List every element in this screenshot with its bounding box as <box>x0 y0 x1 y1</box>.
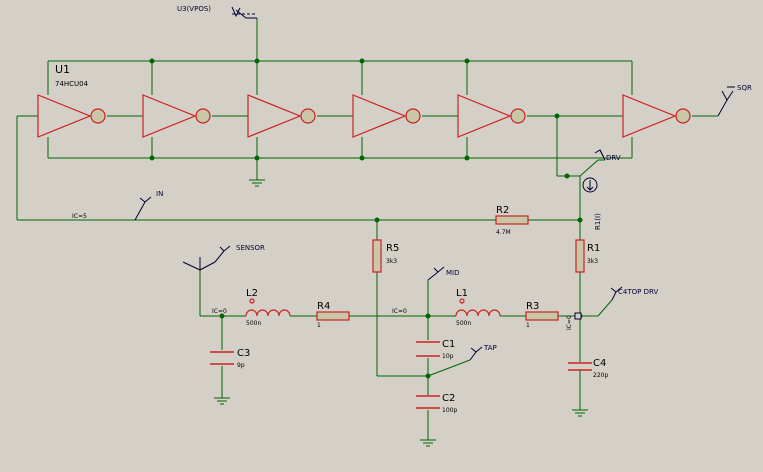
inverter-gate-6[interactable] <box>622 94 691 138</box>
c4-ref: C4 <box>593 358 606 369</box>
supply-probe-icon <box>231 6 257 19</box>
c4-value: 220p <box>593 372 608 379</box>
inverter-gate-4[interactable] <box>352 94 421 138</box>
ic-marker-icon <box>574 312 582 320</box>
resistor-r5[interactable] <box>372 239 382 273</box>
r5-value: 3k3 <box>386 258 397 265</box>
ic-label-in: IC=5 <box>72 213 87 220</box>
ground-symbol <box>214 397 230 405</box>
inductor-l2[interactable] <box>245 298 291 317</box>
c1-ref: C1 <box>442 339 455 350</box>
inverter-gates <box>37 94 691 138</box>
l1-value: 500n <box>456 320 471 327</box>
resistors <box>316 215 585 321</box>
ic-label-mid: IC=0 <box>392 308 407 315</box>
capacitor-c3[interactable] <box>210 351 234 365</box>
c3-value: 9p <box>237 362 245 369</box>
l2-value: 500n <box>246 320 261 327</box>
r3-ref: R3 <box>526 301 539 312</box>
l2-ref: L2 <box>246 288 258 299</box>
ic-label-sensor: IC=0 <box>212 308 227 315</box>
chip-part: 74HCU04 <box>55 80 89 88</box>
c4top-label: C4TOP DRV <box>618 288 658 296</box>
resistor-r3[interactable] <box>525 311 559 321</box>
probes <box>134 6 735 361</box>
wires <box>16 18 718 440</box>
capacitors <box>210 341 592 409</box>
sqr-terminal-icon <box>717 86 735 117</box>
c1-value: 10p <box>442 353 454 360</box>
tap-probe-icon <box>469 346 483 361</box>
inverter-gate-5[interactable] <box>457 94 526 138</box>
r4-ref: R4 <box>317 301 330 312</box>
r1-value: 3k3 <box>587 258 598 265</box>
c2-value: 100p <box>442 407 457 414</box>
c3-ref: C3 <box>237 348 250 359</box>
in-probe-icon <box>134 196 152 221</box>
inverter-gate-1[interactable] <box>37 94 106 138</box>
l1-ref: L1 <box>456 288 468 299</box>
inductor-l1[interactable] <box>455 298 501 317</box>
current-probe-icon <box>582 177 598 193</box>
ground-symbol <box>249 179 265 187</box>
grounds <box>214 179 588 447</box>
c2-ref: C2 <box>442 393 455 404</box>
tap-label: TAP <box>483 344 497 352</box>
r5-ref: R5 <box>386 243 399 254</box>
in-label: IN <box>156 190 163 198</box>
current-probe-label: R1(I) <box>594 213 602 230</box>
ground-symbol <box>420 439 436 447</box>
r2-value: 4.7M <box>496 229 511 236</box>
chip-ref: U1 <box>55 63 70 76</box>
labels: U1 74HCU04 U3(VPOS) SQR DRV IN SENSOR MI… <box>55 5 752 414</box>
capacitor-c4[interactable] <box>568 362 592 371</box>
r4-value: 1 <box>317 322 321 329</box>
resistor-r1[interactable] <box>575 239 585 273</box>
resistor-r2[interactable] <box>495 215 529 225</box>
r2-ref: R2 <box>496 205 509 216</box>
sensor-antenna-icon <box>182 245 231 271</box>
drv-label: DRV <box>606 154 621 162</box>
capacitor-c2[interactable] <box>416 395 440 409</box>
sensor-label: SENSOR <box>236 244 265 252</box>
sqr-label: SQR <box>737 84 752 92</box>
r3-value: 1 <box>526 322 530 329</box>
supply-label: U3(VPOS) <box>177 5 211 13</box>
ground-symbol <box>572 409 588 417</box>
inverter-gate-3[interactable] <box>247 94 316 138</box>
junctions <box>149 58 583 379</box>
drv-probe-icon <box>594 149 606 161</box>
ic-label-c4: IC=0 <box>566 315 573 330</box>
c4top-probe-icon <box>610 286 623 301</box>
inverter-gate-2[interactable] <box>142 94 211 138</box>
mid-label: MID <box>446 269 460 277</box>
mid-probe-icon <box>427 266 445 281</box>
capacitor-c1[interactable] <box>416 341 440 357</box>
resistor-r4[interactable] <box>316 311 350 321</box>
r1-ref: R1 <box>587 243 600 254</box>
